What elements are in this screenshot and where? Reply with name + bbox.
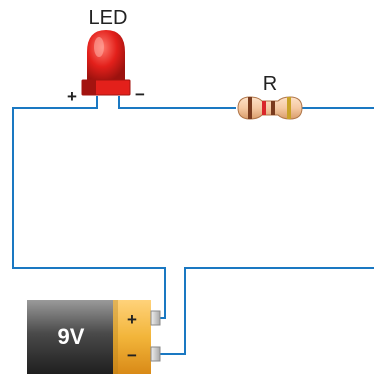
wires: [12, 96, 374, 355]
battery-minus-terminal: [150, 346, 161, 362]
battery-plus-terminal: [150, 310, 161, 326]
battery-voltage-label: 9V: [58, 324, 85, 349]
wire-right-to-battery-minus: [155, 267, 374, 355]
battery-minus-sign: −: [127, 346, 137, 365]
resistor-band-1: [248, 97, 252, 119]
led-plus-sign: +: [67, 87, 77, 106]
resistor-band-3: [271, 101, 275, 115]
wire-led-cathode-to-resistor: [118, 96, 236, 109]
resistor-band-4: [287, 97, 291, 119]
battery-plus-sign: +: [127, 310, 137, 329]
led-icon: LED + −: [67, 7, 145, 106]
wire-led-anode-to-battery-plus: [12, 96, 166, 319]
resistor-icon: R: [237, 73, 303, 120]
led-minus-sign: −: [135, 85, 145, 104]
battery-icon: 9V + −: [27, 300, 161, 374]
led-label: LED: [89, 7, 128, 29]
resistor-label: R: [263, 73, 277, 95]
resistor-band-2: [262, 101, 266, 115]
